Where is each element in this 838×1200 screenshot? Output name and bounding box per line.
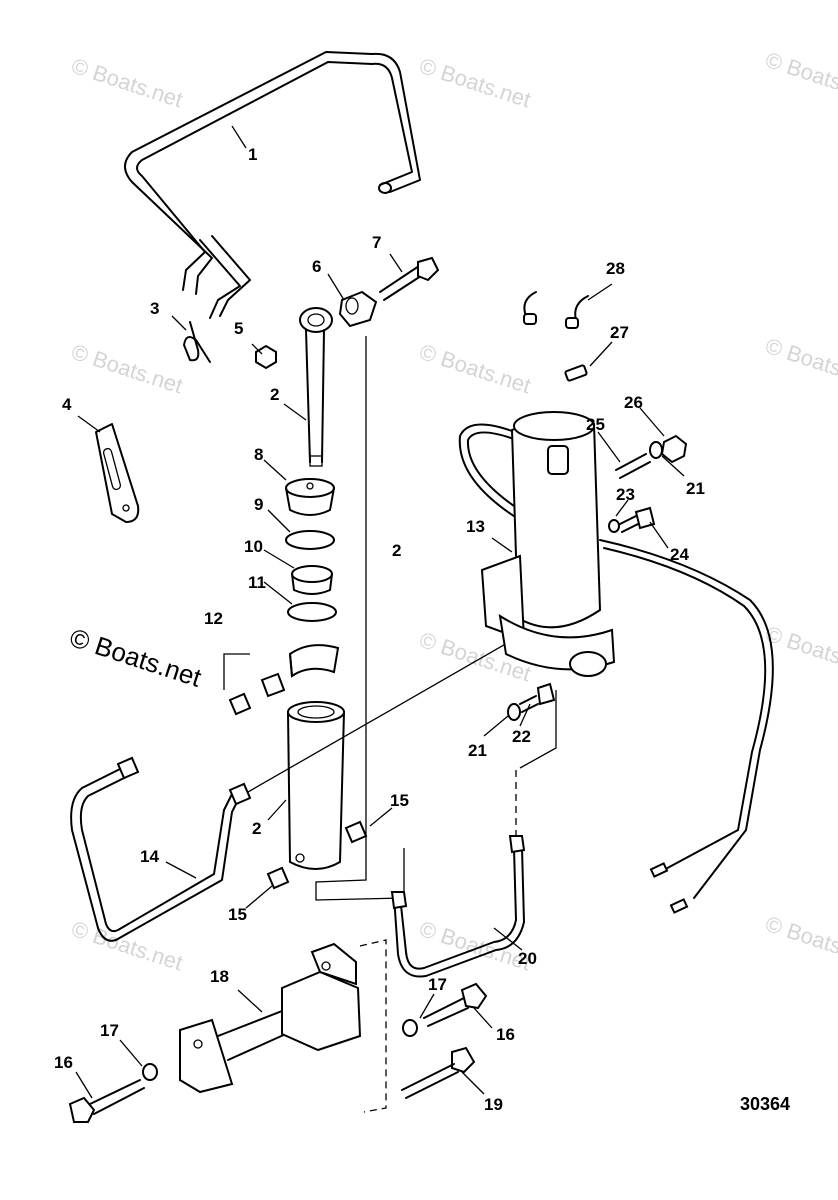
callout-13: 13 <box>466 517 485 536</box>
watermark: © Boats.net <box>416 53 533 112</box>
figure-number: 30364 <box>740 1094 790 1114</box>
callout-18: 18 <box>210 967 229 986</box>
part-2-rod <box>299 307 333 467</box>
watermark: © Boats.net <box>762 333 838 392</box>
callout-8: 8 <box>254 445 263 464</box>
callout-2: 2 <box>270 385 279 404</box>
callout-26: 26 <box>624 393 643 412</box>
watermark-strong: © Boats.net <box>66 622 206 693</box>
leader-lines <box>75 125 685 1099</box>
part-10-seal <box>291 565 333 595</box>
part-23-washer <box>608 519 620 533</box>
watermark: © Boats.net <box>762 911 838 970</box>
part-13-pump-motor <box>458 411 774 914</box>
part-26-nut <box>660 434 688 464</box>
part-17-washer <box>142 1063 158 1081</box>
callout-27: 27 <box>610 323 629 342</box>
part-19-bolt <box>401 1046 476 1099</box>
callout-24: 24 <box>670 545 689 564</box>
part-1-tube <box>124 51 421 319</box>
callout-21: 21 <box>686 479 705 498</box>
callout-28: 28 <box>606 259 625 278</box>
callout-10: 10 <box>244 537 263 556</box>
callout-6: 6 <box>312 257 321 276</box>
part-18-mount <box>179 942 362 1094</box>
callout-5: 5 <box>234 319 243 338</box>
callout-17: 17 <box>100 1021 119 1040</box>
watermark-layer: © Boats.net © Boats.net © Boats.net © Bo… <box>66 47 838 975</box>
callout-1: 1 <box>248 145 257 164</box>
part-7-bolt <box>379 256 440 301</box>
callout-9: 9 <box>254 495 263 514</box>
part-16-bolt <box>423 982 488 1027</box>
callouts: 1 3 5 6 7 2 4 8 9 10 11 12 2 13 28 27 26… <box>54 145 705 1114</box>
callout-15: 15 <box>228 905 247 924</box>
callout-23: 23 <box>616 485 635 504</box>
part-21-washer <box>649 441 663 459</box>
callout-7: 7 <box>372 233 381 252</box>
callout-21: 21 <box>468 741 487 760</box>
reference-lines <box>233 336 557 1113</box>
watermark: © Boats.net <box>68 339 185 398</box>
callout-2: 2 <box>252 819 261 838</box>
callout-20: 20 <box>518 949 537 968</box>
watermark: © Boats.net <box>68 53 185 112</box>
part-12-clamp <box>223 644 340 716</box>
part-24-bolt <box>619 506 656 533</box>
part-25-stud <box>615 453 651 479</box>
part-2-cylinder <box>287 701 345 870</box>
callout-2: 2 <box>392 541 401 560</box>
callout-4: 4 <box>62 395 72 414</box>
part-11-oring <box>287 602 337 622</box>
part-15-fitting <box>344 820 368 844</box>
callout-15: 15 <box>390 791 409 810</box>
part-16-bolt <box>68 1079 145 1123</box>
part-9-oring <box>285 530 335 550</box>
callout-22: 22 <box>512 727 531 746</box>
part-15-fitting <box>266 866 290 890</box>
watermark: © Boats.net <box>762 47 838 106</box>
callout-19: 19 <box>484 1095 503 1114</box>
part-20-tube <box>390 835 526 978</box>
callout-3: 3 <box>150 299 159 318</box>
part-27-screw <box>564 364 588 382</box>
part-14-tube <box>70 756 252 942</box>
part-21-washer <box>507 703 521 721</box>
callout-16: 16 <box>54 1053 73 1072</box>
part-17-washer <box>402 1019 418 1037</box>
callout-11: 11 <box>248 573 266 592</box>
part-4-bracket <box>95 423 140 523</box>
part-5-nut <box>255 344 277 370</box>
part-8-piston <box>285 478 335 516</box>
part-6-bushing <box>338 290 378 328</box>
part-22-bolt <box>519 682 556 713</box>
callout-25: 25 <box>586 415 605 434</box>
callout-14: 14 <box>140 847 159 866</box>
watermark: © Boats.net <box>416 339 533 398</box>
callout-12: 12 <box>204 609 223 628</box>
callout-17: 17 <box>428 975 447 994</box>
callout-16: 16 <box>496 1025 515 1044</box>
part-28-clips <box>523 291 589 329</box>
part-3-hairpin <box>183 321 211 363</box>
